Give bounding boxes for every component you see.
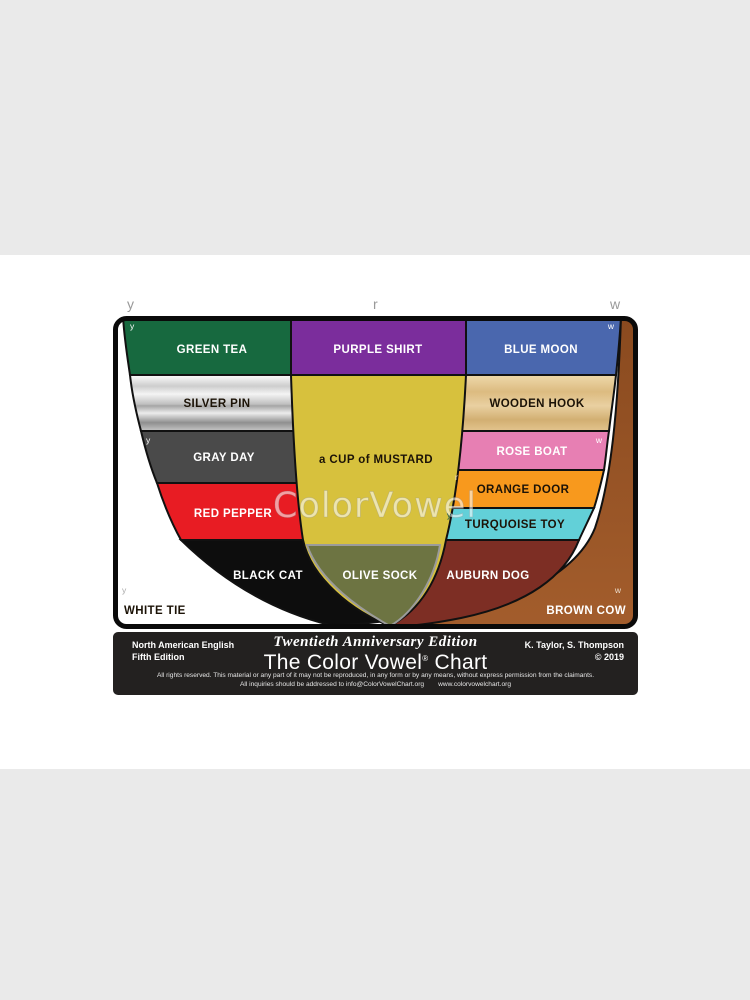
glide-white-y: y xyxy=(122,585,127,595)
label-mustard: a CUP of MUSTARD xyxy=(319,454,433,466)
label-gray-day: GRAY DAY xyxy=(193,452,255,464)
cell-red-pepper xyxy=(155,482,304,541)
footer-copyright: © 2019 xyxy=(594,651,624,662)
axis-label-r: r xyxy=(373,296,378,312)
cell-olive-sock xyxy=(305,544,442,626)
glide-orange-r: r xyxy=(455,472,458,482)
label-wooden-hook: WOODEN HOOK xyxy=(489,398,584,410)
footer-authors-block: K. Taylor, S. Thompson © 2019 xyxy=(525,640,624,663)
footer-edition: Fifth Edition xyxy=(132,651,185,662)
footer-bar: North American English Fifth Edition Twe… xyxy=(113,632,638,695)
color-vowel-chart-graphic: ColorVowel y w y w r y y w GREEN TEA PUR… xyxy=(113,316,638,629)
label-white-tie: WHITE TIE xyxy=(124,605,186,617)
label-black-cat: BLACK CAT xyxy=(233,570,303,582)
footer-edition-block: North American English Fifth Edition xyxy=(132,640,234,663)
footer-title-block: Twentieth Anniversary Edition The Color … xyxy=(113,634,638,674)
label-brown-cow: BROWN COW xyxy=(546,605,626,617)
glide-rose-w: w xyxy=(595,435,603,445)
axis-label-w: w xyxy=(610,296,621,312)
rights-line: All rights reserved. This material or an… xyxy=(156,671,595,679)
cell-turquoise-toy xyxy=(442,507,596,541)
footer-fine-print: All rights reserved. This material or an… xyxy=(113,671,638,690)
glide-gray-y: y xyxy=(146,435,151,445)
chart-frame xyxy=(113,316,638,629)
footer-title-tail: Chart xyxy=(428,650,488,674)
label-turquoise-toy: TURQUOISE TOY xyxy=(465,519,565,531)
website-text: www.colorvowelchart.org xyxy=(438,681,512,689)
axis-label-y: y xyxy=(127,296,134,312)
registered-mark: ® xyxy=(422,653,429,663)
label-orange-door: ORANGE DOOR xyxy=(477,484,570,496)
watermark: ColorVowel xyxy=(273,486,477,526)
label-red-pepper: RED PEPPER xyxy=(194,508,272,520)
glide-brown-w: w xyxy=(614,585,622,595)
label-auburn-dog: AUBURN DOG xyxy=(446,570,529,582)
footer-title-main: The Color Vowel xyxy=(263,650,423,674)
footer-authors: K. Taylor, S. Thompson xyxy=(524,640,624,650)
label-silver-pin: SILVER PIN xyxy=(183,398,250,410)
inquiries-text: All inquiries should be addressed to inf… xyxy=(239,681,425,689)
label-purple-shirt: PURPLE SHIRT xyxy=(333,344,422,356)
glide-turquoise-y: y xyxy=(447,510,452,520)
glide-green-y: y xyxy=(130,321,135,331)
label-rose-boat: ROSE BOAT xyxy=(496,446,567,458)
footer-region: North American English xyxy=(132,640,235,650)
label-olive-sock: OLIVE SOCK xyxy=(343,570,418,582)
footer-anniversary: Twentieth Anniversary Edition xyxy=(273,634,478,650)
label-blue-moon: BLUE MOON xyxy=(504,344,578,356)
cell-purple-shirt xyxy=(290,319,467,376)
label-green-tea: GREEN TEA xyxy=(177,344,248,356)
glide-blue-w: w xyxy=(607,321,615,331)
footer-title: The Color Vowel® Chart xyxy=(113,651,638,674)
inquiries-line: All inquiries should be addressed to inf… xyxy=(113,680,638,690)
